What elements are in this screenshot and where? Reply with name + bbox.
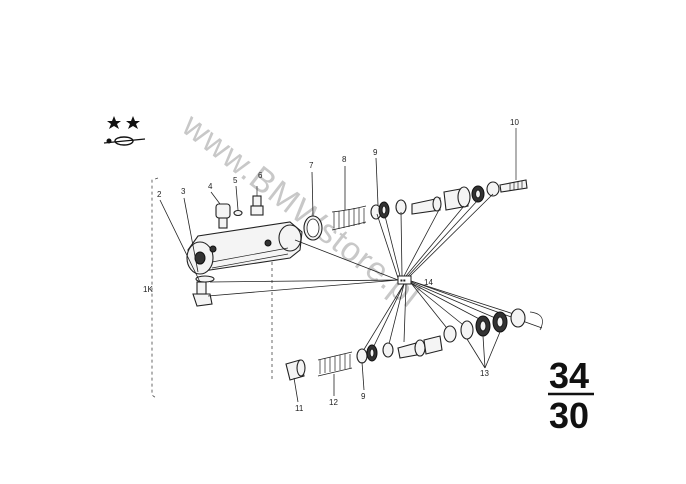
label-6: 6 [258,171,263,180]
side-mark: 1K [143,285,153,294]
part-12-spring [317,351,353,377]
label-14: 14 [424,278,433,287]
label-11: 11 [295,404,304,413]
kit-badge-text: ▪▪ [400,276,406,285]
label-12: 12 [329,398,338,407]
piston-upper [411,181,500,215]
part-4-fitting [215,203,231,229]
piston-lower [397,308,543,359]
label-9-bottom: 9 [361,392,366,401]
part-5-washer [233,209,243,217]
master-cylinder-body [186,221,303,275]
two-stars-icon [107,116,140,129]
part-7-inner [306,218,320,238]
label-leaders [159,157,501,403]
part-2-bolt [192,275,215,307]
label-4: 4 [208,182,213,191]
label-7: 7 [309,161,314,170]
label-8: 8 [342,155,347,164]
label-10: 10 [510,118,519,127]
left-bracket [151,177,159,399]
watermark: www.BMWstore.pl [174,106,427,316]
part-10-pushrod [499,128,528,193]
label-3: 3 [181,187,186,196]
label-5: 5 [233,176,238,185]
label-9-top: 9 [373,148,378,157]
group-number-bottom: 30 [549,395,589,436]
group-number-top: 34 [549,355,589,396]
part-9-seals-top [370,199,407,220]
part-6-bleeder [250,186,264,216]
part-9-seals-bottom [356,342,394,364]
label-13: 13 [480,369,489,378]
part-11-cap [285,359,306,381]
label-2: 2 [157,190,162,199]
steering-wheel-icon [103,136,146,146]
part-8-spring [331,205,367,231]
